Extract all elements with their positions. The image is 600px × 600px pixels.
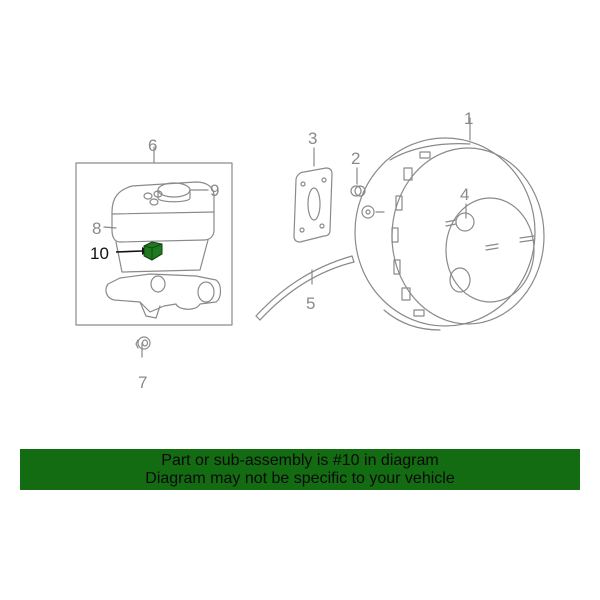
callout-6: 6 bbox=[148, 136, 158, 155]
nut-7 bbox=[135, 336, 151, 350]
brake-booster-1 bbox=[354, 137, 545, 331]
hose-5 bbox=[255, 255, 355, 321]
banner-line-part: Part or sub-assembly is #10 in diagram bbox=[161, 451, 439, 469]
banner-line-disclaimer: Diagram may not be specific to your vehi… bbox=[145, 469, 455, 487]
parts-diagram: 6 9 8 10 7 3 2 5 1 4 bbox=[75, 109, 545, 392]
callout-2: 2 bbox=[351, 149, 361, 168]
master-cylinder-box bbox=[75, 146, 233, 326]
gasket-3 bbox=[293, 167, 333, 243]
callout-3: 3 bbox=[308, 129, 318, 148]
highlighted-part-10 bbox=[115, 241, 163, 261]
nut-2 bbox=[350, 185, 375, 219]
callout-1: 1 bbox=[464, 109, 474, 128]
callout-5: 5 bbox=[306, 294, 316, 313]
callout-9: 9 bbox=[210, 181, 220, 200]
callout-7: 7 bbox=[138, 373, 148, 392]
callout-4: 4 bbox=[460, 185, 470, 204]
callout-10: 10 bbox=[90, 244, 109, 263]
leader-8 bbox=[103, 226, 117, 229]
master-cylinder-reservoir bbox=[105, 181, 222, 319]
callout-8: 8 bbox=[92, 219, 102, 238]
part-info-banner: Part or sub-assembly is #10 in diagram D… bbox=[20, 449, 580, 490]
diagram-drawing bbox=[75, 117, 545, 358]
